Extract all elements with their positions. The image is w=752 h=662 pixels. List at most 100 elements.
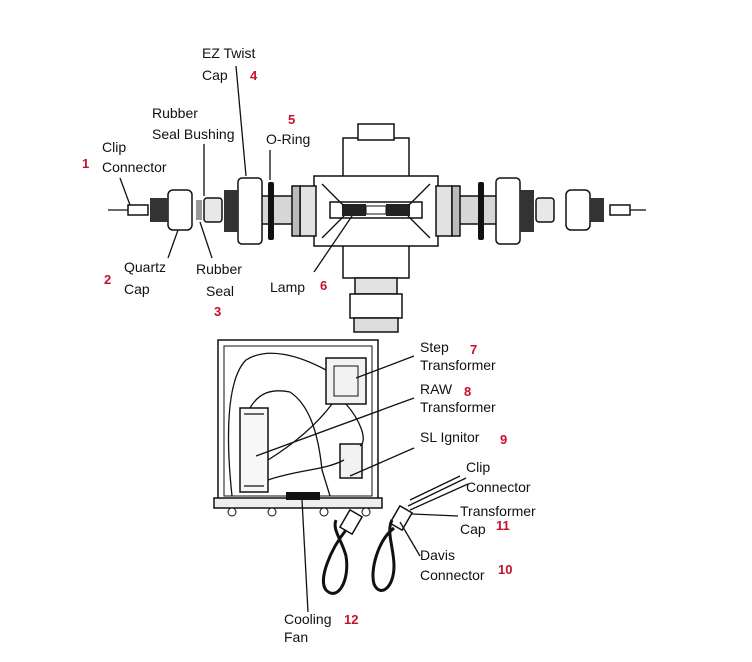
callout-number: 4 [250, 68, 258, 83]
callout-label: Transformer [460, 503, 536, 519]
callout-label: Quartz [124, 259, 166, 275]
top-leader-lines [119, 65, 353, 273]
rubber-seal-bushing [203, 197, 223, 223]
o-ring-right [478, 182, 484, 240]
cord-loop-right [371, 519, 396, 592]
quartz-cap-right [565, 189, 591, 231]
cord-loop-left [321, 519, 349, 595]
right-thread-ring [451, 185, 461, 237]
internal-wire [345, 403, 364, 447]
callout-label: Cap [460, 521, 486, 537]
callout-number: 3 [214, 304, 221, 319]
quartz-cap-left [167, 189, 193, 231]
leader-line [411, 513, 459, 517]
o-ring-left [268, 182, 274, 240]
callout-label: Fan [284, 629, 308, 645]
callout-label: Lamp [270, 279, 305, 295]
leader-line [119, 177, 131, 206]
callout-label: Rubber [152, 105, 198, 121]
callout-label: Seal Bushing [152, 126, 235, 142]
housing-bottom-cap [349, 293, 403, 319]
callout-label: O-Ring [266, 131, 310, 147]
callout-label: Transformer [420, 357, 496, 373]
callout-label: RAW [420, 381, 453, 397]
housing-bottom-flange [354, 277, 398, 295]
lamp-left-base [342, 204, 366, 216]
lamp-tube [365, 205, 387, 215]
leader-line [235, 65, 247, 177]
quartz-cap-right-neck [590, 198, 604, 222]
housing-bottom-ring [353, 317, 399, 333]
lamp-support [407, 215, 431, 239]
leader-line [349, 447, 415, 477]
clip-connector-right [609, 204, 631, 216]
ez-twist-cap-right-grip [520, 190, 534, 232]
box-screw [361, 507, 371, 517]
callout-label: Davis [420, 547, 455, 563]
rubber-seal-bushing-right [535, 197, 555, 223]
bottom-leader-lines [255, 355, 461, 613]
power-cords [321, 477, 469, 595]
callout-number: 7 [470, 342, 477, 357]
housing-right-collar [435, 185, 453, 237]
housing-left-collar [299, 185, 317, 237]
internal-wire [267, 459, 345, 481]
callout-label: SL Ignitor [420, 429, 480, 445]
callout-label: Clip [466, 459, 490, 475]
clip-connector-wire [409, 483, 469, 511]
callout-label: Connector [466, 479, 531, 495]
leader-line [301, 499, 309, 613]
callout-label: Seal [206, 283, 234, 299]
ez-twist-cap-left-grip [224, 190, 238, 232]
callout-number: 10 [498, 562, 512, 577]
lamp-right-base [386, 204, 410, 216]
leader-line [409, 475, 461, 501]
ez-twist-cap-left [237, 177, 263, 245]
ballast-box [213, 339, 383, 517]
callout-label: EZ Twist [202, 45, 256, 61]
step-transformer [325, 357, 367, 405]
callout-label: Step [420, 339, 449, 355]
quartz-cap-left-neck [150, 198, 168, 222]
box-screw [227, 507, 237, 517]
lamp-support [407, 183, 431, 207]
internal-wire [227, 352, 327, 497]
raw-transformer [239, 407, 269, 493]
box-screw [267, 507, 277, 517]
box-screw [319, 507, 329, 517]
lamp-support [321, 215, 345, 239]
callout-number: 11 [496, 518, 510, 533]
leader-line [313, 215, 353, 273]
rubber-seal [196, 200, 202, 220]
leader-line [199, 221, 213, 259]
internal-wire [267, 403, 333, 461]
internal-wire [289, 391, 331, 497]
lamp-support [321, 183, 345, 207]
clip-connector-left [127, 204, 149, 216]
step-transformer-core [333, 365, 359, 397]
callout-label: Cap [202, 67, 228, 83]
clip-connector-wire [407, 477, 467, 507]
cord-plug-right [388, 504, 414, 532]
cooling-fan [286, 492, 320, 500]
callout-number: 8 [464, 384, 471, 399]
callout-number: 2 [104, 272, 111, 287]
leader-line [255, 397, 415, 457]
callout-label: Rubber [196, 261, 242, 277]
callout-number: 9 [500, 432, 507, 447]
callout-number: 5 [288, 112, 295, 127]
uv-chamber-assembly [108, 123, 646, 333]
callout-label: Clip [102, 139, 126, 155]
callout-label: Connector [420, 567, 485, 583]
callout-number: 1 [82, 156, 89, 171]
sl-ignitor [339, 443, 363, 479]
callout-labels: 1 Clip Connector 2 Quartz Cap Rubber Sea… [82, 45, 536, 645]
callout-label: Cap [124, 281, 150, 297]
leader-line [399, 521, 421, 557]
callout-number: 12 [344, 612, 358, 627]
left-thread-ring [291, 185, 301, 237]
leader-line [355, 355, 415, 379]
cord-plug-left [338, 508, 364, 536]
leader-line [167, 229, 179, 259]
